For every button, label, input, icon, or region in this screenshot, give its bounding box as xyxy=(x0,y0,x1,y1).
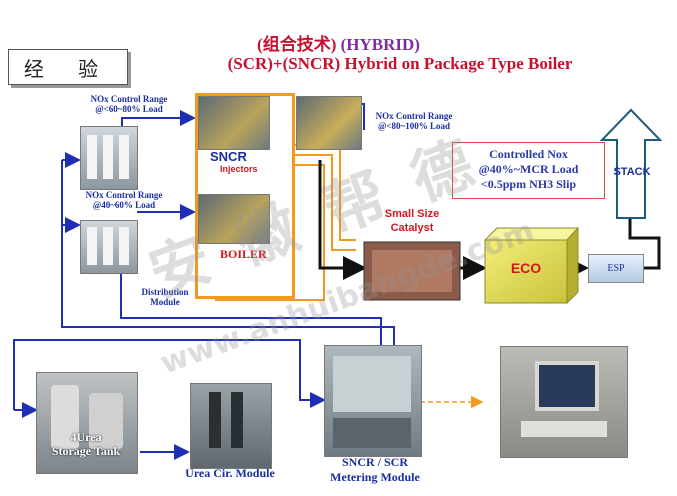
diagram-title-line1: (组合技术) (HYBRID) xyxy=(0,30,677,55)
controlled-line-2: @40%~MCR Load xyxy=(478,162,579,176)
sncr-injector-photo-right xyxy=(296,96,362,150)
nox-load-mid: @40~60% Load xyxy=(92,200,156,210)
urea-cir-label: Urea Cir. Module xyxy=(185,466,275,480)
hybrid-tag: (HYBRID) xyxy=(340,35,420,54)
metering-module-photo xyxy=(324,345,422,457)
control-panel-top-photo xyxy=(80,126,138,190)
nox-load-right: @<80~100% Load xyxy=(378,121,450,131)
control-panel-mid-photo xyxy=(80,220,138,274)
injection-lines xyxy=(215,144,484,409)
nox-range-right: NOx Control Range xyxy=(375,111,453,121)
esp-box: ESP xyxy=(588,254,644,283)
urea-tank-label: 4Urea Storage Tank xyxy=(36,430,136,458)
nox-label-right: NOx Control Range @<80~100% Load xyxy=(364,111,464,131)
sncr-injector-photo-top xyxy=(198,96,270,150)
boiler-frame xyxy=(195,93,295,299)
distribution-module-label: Distribution Module xyxy=(132,287,198,307)
urea-storage-tank-photo xyxy=(36,372,138,474)
control-computer-photo xyxy=(500,346,628,458)
catalyst-label-1: Small Size xyxy=(384,208,440,220)
catalyst-label: Small Size Catalyst xyxy=(362,207,462,235)
urea-tank-label-1: 4Urea xyxy=(70,430,102,444)
controlled-line-3: <0.5ppm NH3 Slip xyxy=(480,177,577,191)
nox-label-mid: NOx Control Range @40~60% Load xyxy=(74,190,174,210)
eco-block xyxy=(483,226,580,305)
stack-label: STACK xyxy=(613,166,651,178)
distribution-loop xyxy=(13,152,395,460)
controlled-line-1: Controlled Nox xyxy=(489,147,568,161)
metering-module-label: SNCR / SCR Metering Module xyxy=(320,455,430,485)
sncr-label: SNCR xyxy=(210,149,247,164)
diagram-title: (SCR)+(SNCR) Hybrid on Package Type Boil… xyxy=(227,54,573,73)
nox-load-top: @<60~80% Load xyxy=(95,104,163,114)
metering-label-2: Metering Module xyxy=(330,470,420,484)
stack-arrow xyxy=(599,108,663,219)
controlled-nox-note: Controlled Nox @40%~MCR Load <0.5ppm NH3… xyxy=(452,142,605,199)
nox-label-top: NOx Control Range @<60~80% Load xyxy=(80,94,178,114)
sncr-injector-photo-mid xyxy=(198,194,270,244)
metering-label-1: SNCR / SCR xyxy=(341,455,408,469)
catalyst-block xyxy=(363,241,461,301)
nox-range-top: NOx Control Range xyxy=(90,94,168,104)
urea-circulation-module-photo xyxy=(190,383,272,469)
nox-range-mid: NOx Control Range xyxy=(85,190,163,200)
urea-tank-label-2: Storage Tank xyxy=(51,444,121,458)
flue-gas-path xyxy=(318,160,661,280)
chinese-tag: (组合技术) xyxy=(257,35,337,54)
boiler-label: BOILER xyxy=(220,247,267,261)
distribution-label-2: Module xyxy=(150,297,180,307)
experience-badge: 经 验 xyxy=(8,49,128,85)
eco-label: ECO xyxy=(510,260,542,276)
esp-label: ESP xyxy=(607,263,625,274)
catalyst-label-2: Catalyst xyxy=(390,222,434,234)
injectors-label: Injectors xyxy=(220,164,258,174)
distribution-label-1: Distribution xyxy=(141,287,189,297)
